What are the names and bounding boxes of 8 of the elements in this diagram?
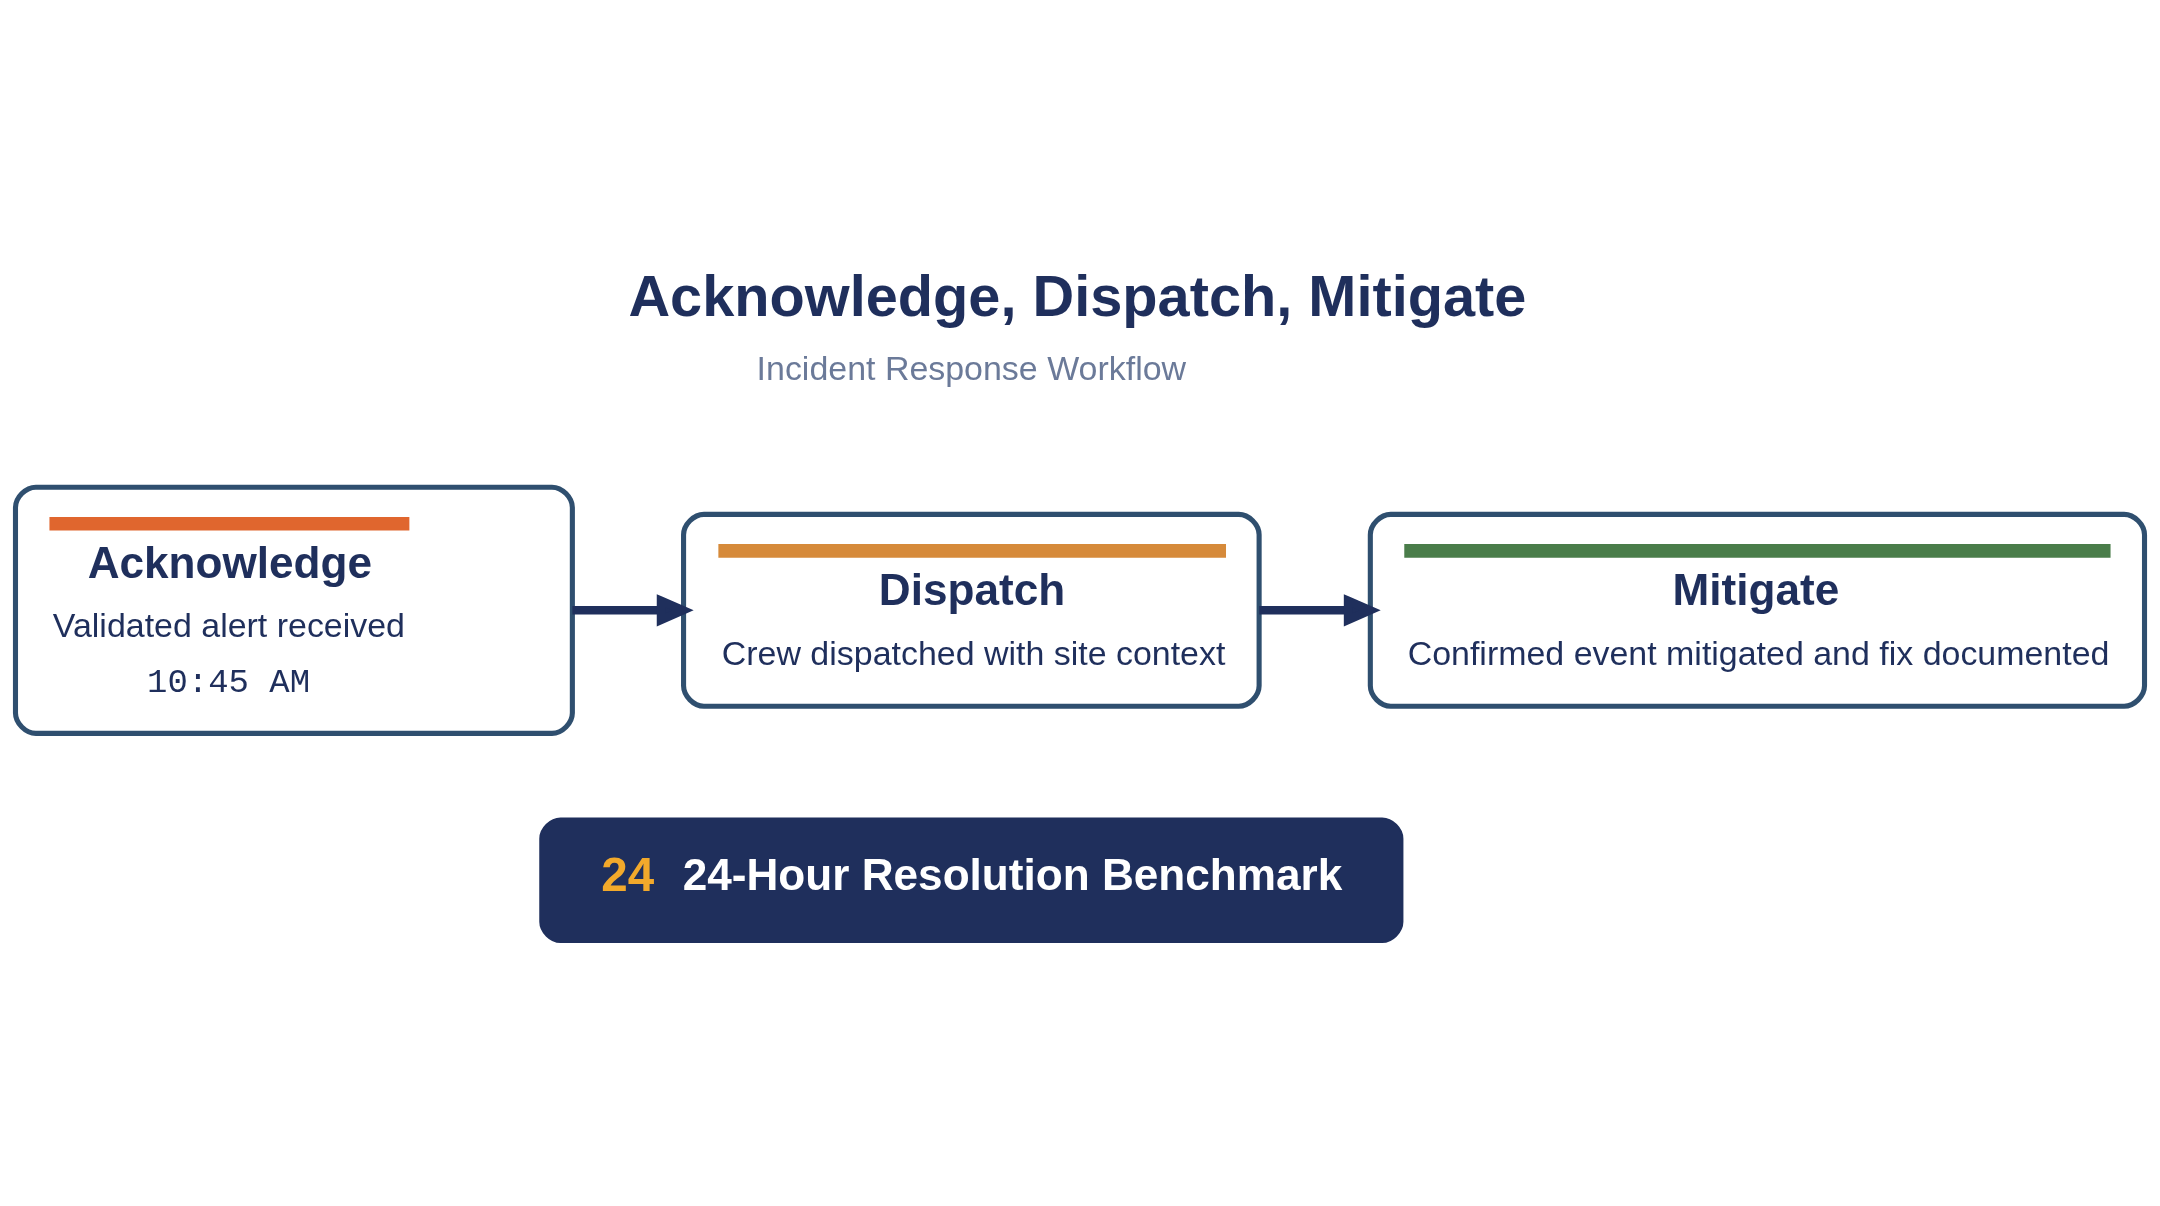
node-box: 24 24-Hour Resolution Benchmark [539,816,1404,943]
node-box: Mitigate Confirmed event mitigated and fix documented [1367,511,2148,709]
diagram-title: Acknowledge, Dispatch, Mitigate [628,263,1527,328]
arrow [1259,593,1381,626]
label: Incident Response Workflow [756,348,1187,387]
node-box: Acknowledge Validated alert received 10:45 AM [12,484,575,736]
node-box: Dispatch Crew dispatched with site context [681,511,1262,709]
arrow [572,593,694,626]
